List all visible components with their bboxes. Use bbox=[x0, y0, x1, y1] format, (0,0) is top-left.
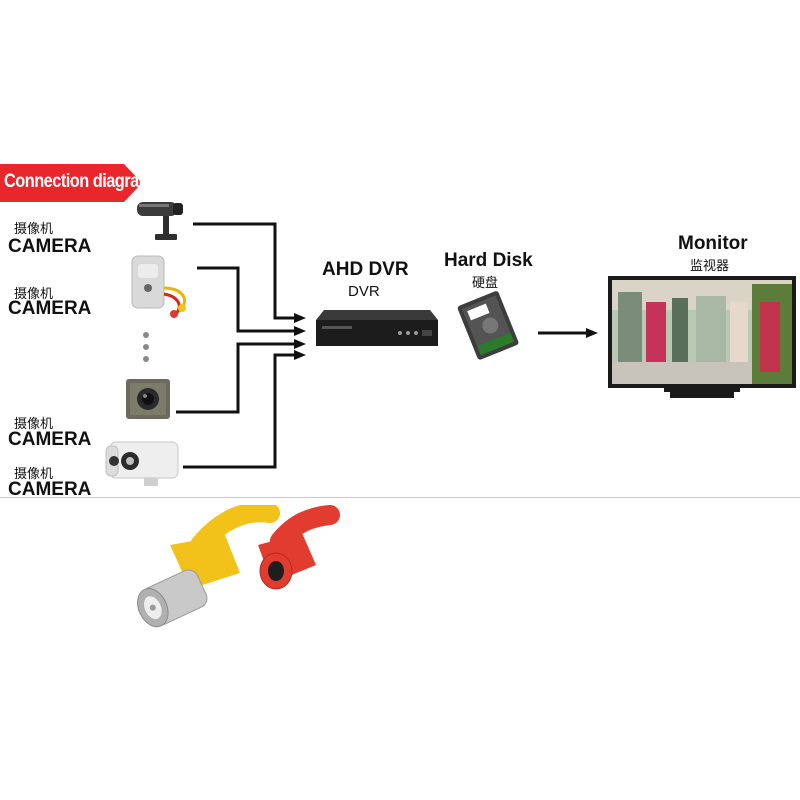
arrowheads bbox=[294, 313, 598, 360]
bnc-dc-cable-icon bbox=[137, 505, 340, 628]
monitor-subtitle: 监视器 bbox=[690, 259, 730, 274]
hard-disk-title: Hard Disk bbox=[444, 250, 533, 271]
camera-3-label: CAMERA bbox=[8, 429, 92, 450]
monitor-icon bbox=[608, 276, 796, 398]
bullet-camera-icon bbox=[137, 202, 183, 240]
camera-2-cn-label: 摄像机 bbox=[14, 287, 54, 302]
more-cameras-ellipsis-icon bbox=[143, 332, 149, 362]
camera-1-cn-label: 摄像机 bbox=[14, 222, 54, 237]
banner-title: Connection diagram bbox=[4, 171, 153, 192]
camera-4-label: CAMERA bbox=[8, 479, 92, 500]
camera-3-cn-label: 摄像机 bbox=[14, 417, 54, 432]
monitor-title: Monitor bbox=[678, 233, 748, 254]
hard-disk-icon bbox=[457, 291, 519, 360]
camera-2-label: CAMERA bbox=[8, 298, 92, 319]
banner-background bbox=[0, 164, 142, 202]
dvr-title: AHD DVR bbox=[322, 259, 409, 280]
camera-wires bbox=[176, 222, 588, 469]
board-camera-icon bbox=[126, 379, 170, 419]
dvr-recorder-icon bbox=[316, 310, 438, 346]
camera-1-label: CAMERA bbox=[8, 236, 92, 257]
section-divider bbox=[0, 497, 800, 498]
dvr-subtitle: DVR bbox=[348, 283, 380, 300]
dome-camera-icon bbox=[131, 255, 187, 318]
hard-disk-subtitle: 硬盘 bbox=[472, 276, 499, 291]
camera-4-cn-label: 摄像机 bbox=[14, 467, 54, 482]
box-camera-icon bbox=[105, 441, 179, 486]
